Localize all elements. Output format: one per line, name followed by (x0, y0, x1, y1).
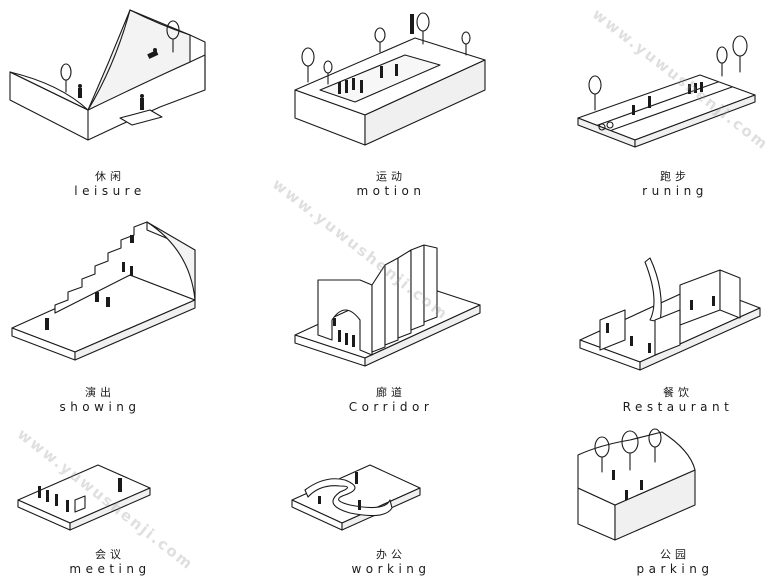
caption-leisure: 休闲 leisure (30, 170, 190, 199)
caption-restaurant: 餐饮 Restaurant (598, 386, 758, 415)
meeting-screen (74, 495, 86, 513)
restaurant-people (606, 296, 715, 353)
parking-trees (594, 428, 662, 473)
label-en: Corridor (348, 400, 434, 414)
diagram-leisure (9, 9, 206, 141)
label-en: meeting (69, 562, 151, 576)
label-en: motion (356, 184, 426, 198)
showing-slope (146, 221, 196, 301)
label-cn: 跑步 (660, 170, 690, 183)
leisure-step (119, 109, 163, 126)
label-en: parking (636, 562, 714, 576)
label-cn: 公园 (660, 548, 690, 561)
caption-motion: 运动 motion (311, 170, 471, 199)
label-cn: 休闲 (95, 170, 125, 183)
caption-corridor: 廊道 Corridor (311, 386, 471, 415)
label-cn: 办公 (376, 548, 406, 561)
label-en: leisure (74, 184, 146, 198)
parking-people (612, 470, 643, 500)
showing-people (45, 235, 134, 330)
label-cn: 会议 (95, 548, 125, 561)
diagram-running (577, 35, 756, 148)
diagram-restaurant (579, 257, 761, 371)
leisure-curve (9, 9, 191, 111)
motion-court (319, 54, 441, 103)
running-trees (588, 35, 748, 111)
working-people (318, 472, 361, 510)
caption-working: 办公 working (311, 548, 471, 577)
label-cn: 演出 (85, 386, 115, 399)
working-ribbon (304, 478, 393, 517)
caption-running: 跑步 runing (595, 170, 755, 199)
diagram-parking (577, 428, 696, 541)
leisure-people (78, 48, 159, 110)
diagram-corridor (294, 244, 481, 367)
leisure-tree (60, 20, 180, 93)
motion-people (338, 14, 414, 94)
caption-showing: 演出 showing (20, 386, 180, 415)
motion-side (364, 59, 486, 146)
running-people (632, 82, 703, 115)
motion-trees (301, 12, 471, 85)
label-en: working (351, 562, 431, 576)
diagram-meeting (17, 464, 151, 531)
corridor-walls (317, 244, 438, 356)
diagram-working (291, 464, 421, 531)
restaurant-walls (599, 257, 741, 356)
label-cn: 餐饮 (663, 386, 693, 399)
caption-meeting: 会议 meeting (30, 548, 190, 577)
label-en: runing (642, 184, 708, 198)
bike-icon (598, 121, 614, 131)
label-cn: 廊道 (376, 386, 406, 399)
label-en: showing (59, 400, 141, 414)
diagram-showing (11, 221, 196, 361)
diagram-motion (294, 12, 486, 146)
parking-hill (577, 431, 696, 506)
meeting-people (38, 478, 122, 512)
label-en: Restaurant (622, 400, 734, 414)
label-cn: 运动 (376, 170, 406, 183)
caption-parking: 公园 parking (595, 548, 755, 577)
corridor-people (333, 318, 355, 347)
